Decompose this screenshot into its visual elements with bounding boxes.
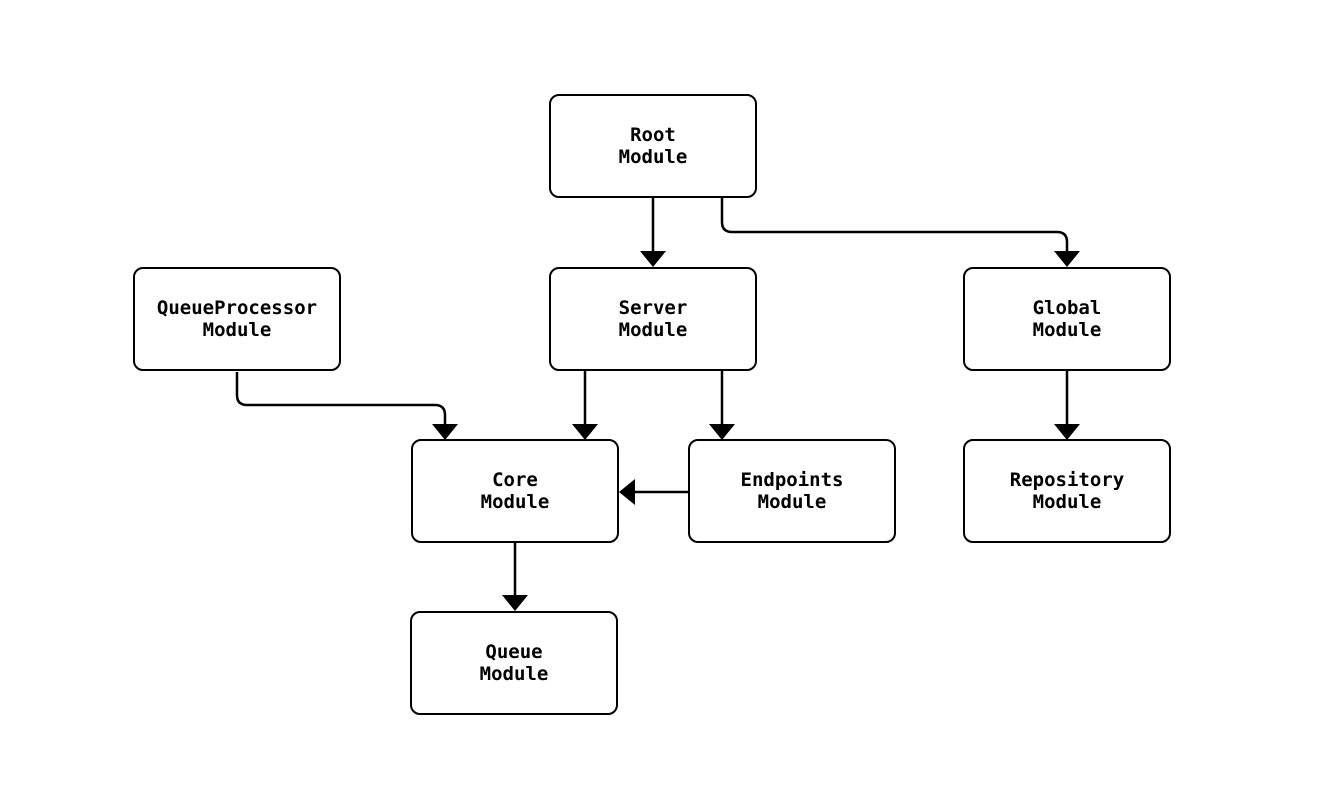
arrowhead-core-to-queue (502, 595, 528, 611)
node-repository-module: Repository Module (963, 439, 1171, 543)
arrowhead-endpoints-to-core (619, 479, 635, 505)
node-server-module: Server Module (549, 267, 757, 371)
arrowhead-global-to-repository (1054, 424, 1080, 440)
node-queue-module: Queue Module (410, 611, 618, 715)
arrowhead-root-to-global (1054, 251, 1080, 267)
node-queueprocessor-module: QueueProcessor Module (133, 267, 341, 371)
arrowhead-server-to-endpoints (709, 424, 735, 440)
edge-queueprocessor-to-core (235, 372, 447, 424)
edge-root-to-global (720, 198, 1069, 251)
node-endpoints-module: Endpoints Module (688, 439, 896, 543)
node-core-module: Core Module (411, 439, 619, 543)
node-global-module: Global Module (963, 267, 1171, 371)
arrowhead-queueprocessor-to-core (432, 424, 458, 440)
arrowhead-root-to-server (640, 251, 666, 267)
arrowhead-server-to-core (572, 424, 598, 440)
node-root-module: Root Module (549, 94, 757, 198)
